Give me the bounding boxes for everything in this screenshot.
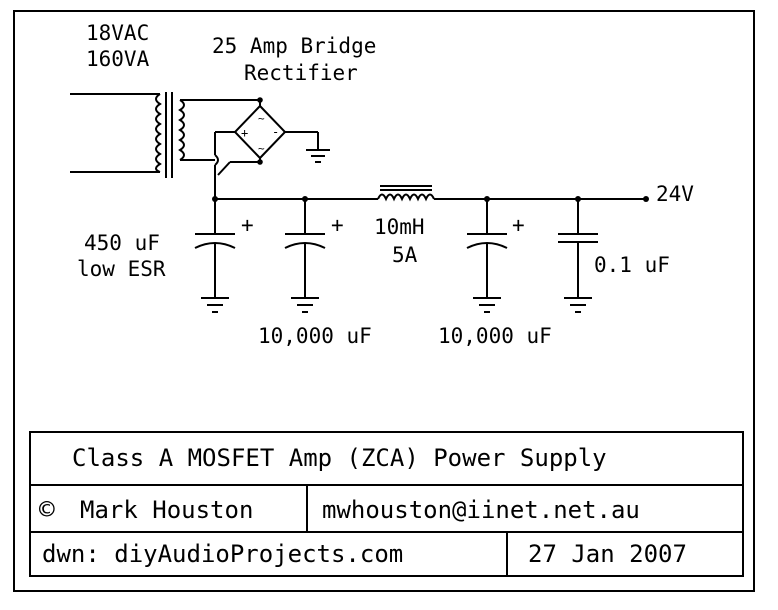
inductor-current-label: 5A: [392, 243, 418, 267]
cap1-value-label: 450 uF: [84, 231, 160, 255]
c2-plus: +: [331, 213, 344, 237]
transformer-power-label: 160VA: [86, 47, 150, 71]
author-email: mwhouston@iinet.net.au: [322, 496, 640, 524]
inductor-value-label: 10mH: [374, 215, 425, 239]
bridge-rectifier: + ~ ~ -: [214, 97, 330, 176]
transformer: [70, 92, 260, 178]
title-text: Class A MOSFET Amp (ZCA) Power Supply: [72, 444, 607, 472]
output-voltage-label: 24V: [656, 182, 694, 206]
capacitor-c4: [558, 199, 598, 313]
drawing-border: [13, 10, 755, 592]
c3-plus: +: [512, 213, 525, 237]
capacitor-c3: [466, 199, 508, 313]
cap4-value-label: 0.1 uF: [594, 253, 670, 277]
source-text: dwn: diyAudioProjects.com: [42, 540, 403, 568]
bridge-plus: +: [241, 126, 248, 140]
title-block: [29, 431, 744, 577]
capacitor-c2: [284, 199, 326, 313]
svg-text:~: ~: [258, 112, 265, 125]
copyright-symbol: ©: [39, 495, 55, 525]
transformer-voltage-label: 18VAC: [86, 21, 149, 45]
cap1-type-label: low ESR: [77, 257, 166, 281]
author-name: Mark Houston: [80, 496, 253, 524]
rectifier-label-line2: Rectifier: [244, 61, 358, 85]
svg-text:-: -: [272, 125, 279, 139]
capacitor-c1: [194, 199, 236, 313]
date-text: 27 Jan 2007: [528, 540, 687, 568]
rectifier-label-line1: 25 Amp Bridge: [212, 34, 376, 58]
c1-plus: +: [241, 213, 254, 237]
cap2-value-label: 10,000 uF: [258, 324, 372, 348]
svg-text:~: ~: [258, 142, 265, 155]
output-node: [643, 196, 649, 202]
inductor: [377, 185, 435, 202]
cap3-value-label: 10,000 uF: [438, 324, 552, 348]
